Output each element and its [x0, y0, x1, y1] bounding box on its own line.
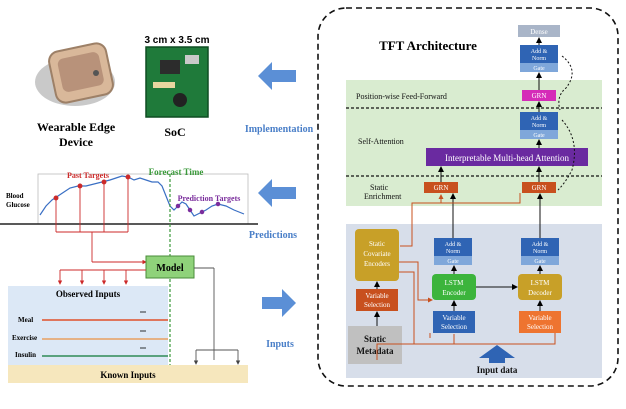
lstm-encoder-line1: LSTM: [445, 279, 464, 287]
tft-connections: [374, 37, 575, 326]
position-wise-label: Position-wise Feed-Forward: [356, 92, 447, 101]
dense-block: [518, 25, 560, 37]
top-gate-label: Gate: [533, 66, 545, 72]
static-metadata-box: [348, 326, 402, 364]
lstm-decoder-line2: Decoder: [528, 289, 552, 297]
dec-add-norm-line2: Norm: [533, 249, 547, 255]
prediction-targets-label: Prediction Targets: [178, 194, 241, 203]
static-metadata-label-line2: Metadata: [357, 346, 394, 356]
device-label-line2: Device: [59, 135, 94, 149]
predictions-label: Predictions: [249, 230, 297, 241]
enrich-grn-right-label: GRN: [532, 184, 547, 192]
model-known-links: [193, 267, 241, 365]
wearable-device-image: [35, 42, 115, 106]
top-add-norm-block: [520, 45, 558, 63]
inputs-arrow: [262, 289, 296, 317]
blood-glucose-label-line1: Blood: [6, 192, 24, 200]
implementation-arrow: [258, 62, 296, 90]
static-cov-label-line2: Covariate: [363, 250, 390, 258]
known-inputs-panel: [8, 365, 248, 383]
soc-size-label: 3 cm x 3.5 cm: [144, 35, 209, 46]
pwff-grn-block: [522, 90, 556, 101]
forecast-time-label: Forecast Time: [149, 167, 204, 177]
meal-label: Meal: [18, 316, 33, 324]
tft-title: TFT Architecture: [379, 38, 477, 53]
observed-inputs-label: Observed Inputs: [56, 289, 121, 299]
lstm-decoder-block: [518, 274, 562, 300]
static-var-sel-line1: Variable: [365, 292, 388, 300]
enrich-grn-left-label: GRN: [434, 184, 449, 192]
static-covariate-encoders-block: [355, 229, 399, 281]
model-input-links: [57, 269, 146, 285]
model-label: Model: [156, 263, 183, 274]
tft-dashed-border: [317, 7, 619, 387]
static-variable-selection-block: [356, 289, 398, 311]
top-add-norm-label-line2: Norm: [532, 56, 546, 62]
attn-add-norm-label-line2: Norm: [532, 123, 546, 129]
static-cov-label-line3: Encoders: [364, 260, 390, 268]
enc-gate-label: Gate: [447, 259, 459, 265]
dec-gate-block: [521, 256, 559, 265]
inputs-label: Inputs: [266, 339, 294, 350]
attn-add-norm-block: [520, 112, 558, 130]
static-metadata-label-line1: Static: [364, 334, 386, 344]
lstm-encoder-line2: Encoder: [442, 289, 466, 297]
pwff-grn-label: GRN: [532, 92, 547, 100]
soc-board-image: [145, 46, 209, 118]
blood-glucose-label-line2: Glucose: [6, 201, 30, 209]
known-inputs-label: Known Inputs: [100, 370, 156, 380]
static-cov-label-line1: Static: [369, 240, 385, 248]
prediction-target-markers: [175, 201, 221, 215]
top-gate-block: [520, 63, 558, 72]
device-label-line1: Wearable Edge: [37, 120, 116, 134]
enc-add-norm-line2: Norm: [446, 249, 460, 255]
lstm-decoder-line1: LSTM: [531, 279, 550, 287]
lstm-encoder-block: [432, 274, 476, 300]
attn-gate-block: [520, 130, 558, 139]
dec-gate-label: Gate: [534, 259, 546, 265]
dec-variable-selection-block: [519, 311, 561, 333]
multihead-attention-block: [426, 148, 588, 166]
input-data-label: Input data: [477, 365, 518, 375]
dec-var-sel-line1: Variable: [528, 314, 551, 322]
top-add-norm-label-line1: Add &: [531, 49, 548, 55]
static-enrichment-label-line2: Enrichment: [364, 192, 402, 201]
static-context-links: [376, 193, 556, 360]
static-enrichment-label-line1: Static: [370, 183, 389, 192]
enc-add-norm-line1: Add &: [445, 242, 462, 248]
input-data-arrow: [479, 345, 515, 363]
insulin-label: Insulin: [15, 351, 36, 359]
dec-add-norm-line1: Add &: [532, 242, 549, 248]
implementation-label: Implementation: [245, 124, 314, 135]
dec-var-sel-line2: Selection: [527, 323, 554, 331]
dec-add-norm-block: [521, 238, 559, 256]
multihead-attention-label: Interpretable Multi-head Attention: [445, 153, 569, 163]
predictions-arrow: [258, 179, 296, 207]
past-targets-label: Past Targets: [67, 171, 109, 180]
attn-gate-label: Gate: [533, 133, 545, 139]
enrich-grn-right: [522, 182, 556, 193]
dense-label: Dense: [530, 28, 548, 36]
static-var-sel-line2: Selection: [364, 301, 391, 309]
enc-variable-selection-block: [433, 311, 475, 333]
model-box: [145, 255, 195, 279]
attn-add-norm-label-line1: Add &: [531, 116, 548, 122]
enc-gate-block: [434, 256, 472, 265]
enc-var-sel-line1: Variable: [442, 314, 465, 322]
enc-add-norm-block: [434, 238, 472, 256]
enrich-grn-left: [424, 182, 458, 193]
past-target-markers: [53, 174, 147, 265]
enc-var-sel-line2: Selection: [441, 323, 468, 331]
self-attention-label: Self-Attention: [358, 137, 404, 146]
soc-label: SoC: [164, 125, 185, 139]
exercise-label: Exercise: [12, 334, 37, 342]
